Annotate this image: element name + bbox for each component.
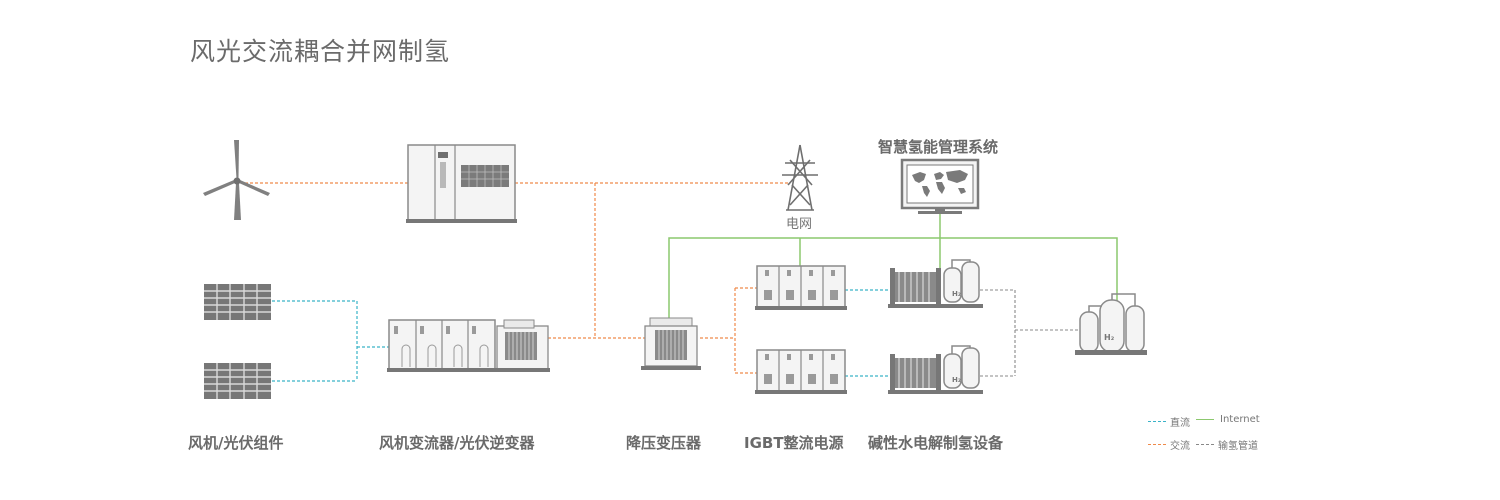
legend-ac: 交流 — [1148, 437, 1190, 452]
legend-ac-label: 交流 — [1170, 441, 1190, 452]
smart-system-label: 智慧氢能管理系统 — [878, 138, 999, 156]
igbt-rectifier-bottom-icon — [755, 349, 847, 394]
inverter-cabinet-icon — [387, 319, 497, 372]
world-map-icon — [912, 170, 968, 197]
monitor-icon — [900, 158, 980, 214]
electrolyzer-top-icon: H₂ — [888, 259, 983, 308]
legend-h2-pipe-swatch — [1196, 444, 1214, 445]
page-title: 风光交流耦合并网制氢 — [190, 37, 451, 66]
internet-line-main — [668, 237, 1118, 318]
legend-h2-pipe: 输氢管道 — [1196, 437, 1258, 452]
igbt-label: IGBT整流电源 — [744, 434, 844, 452]
wind-converter-cabinet-icon — [406, 144, 517, 223]
legend-internet: Internet — [1196, 414, 1260, 425]
hydrogen-storage-icon: H₂ — [1075, 293, 1147, 355]
solar-panel-top-icon — [204, 284, 271, 320]
transmission-tower-icon — [782, 144, 818, 211]
converters-label: 风机变流器/光伏逆变器 — [379, 434, 535, 452]
legend-dc-label: 直流 — [1170, 418, 1190, 429]
h2-text: H₂ — [952, 290, 961, 298]
legend-dc-swatch — [1148, 421, 1166, 422]
legend-internet-swatch — [1196, 419, 1214, 420]
grid-label: 电网 — [786, 217, 813, 232]
wind-solar-label: 风机/光伏组件 — [188, 434, 284, 452]
ac-lines — [245, 182, 790, 374]
legend-ac-swatch — [1148, 444, 1166, 445]
legend-h2-pipe-label: 输氢管道 — [1218, 441, 1258, 452]
h2-pipe-lines — [980, 289, 1078, 377]
solar-panel-bottom-icon — [204, 363, 271, 399]
transformer-unit-icon — [495, 319, 550, 372]
legend-internet-label: Internet — [1220, 414, 1260, 425]
step-down-label: 降压变压器 — [626, 434, 702, 452]
h2-text: H₂ — [1104, 333, 1115, 342]
h2-text: H₂ — [952, 376, 961, 384]
electrolyzer-label: 碱性水电解制氢设备 — [868, 434, 1004, 452]
wind-turbine-icon — [203, 140, 270, 220]
legend-dc: 直流 — [1148, 414, 1190, 429]
dc-lines — [272, 289, 893, 382]
step-down-transformer-icon — [641, 317, 701, 370]
electrolyzer-bottom-icon: H₂ — [888, 345, 983, 394]
igbt-rectifier-top-icon — [755, 265, 847, 310]
